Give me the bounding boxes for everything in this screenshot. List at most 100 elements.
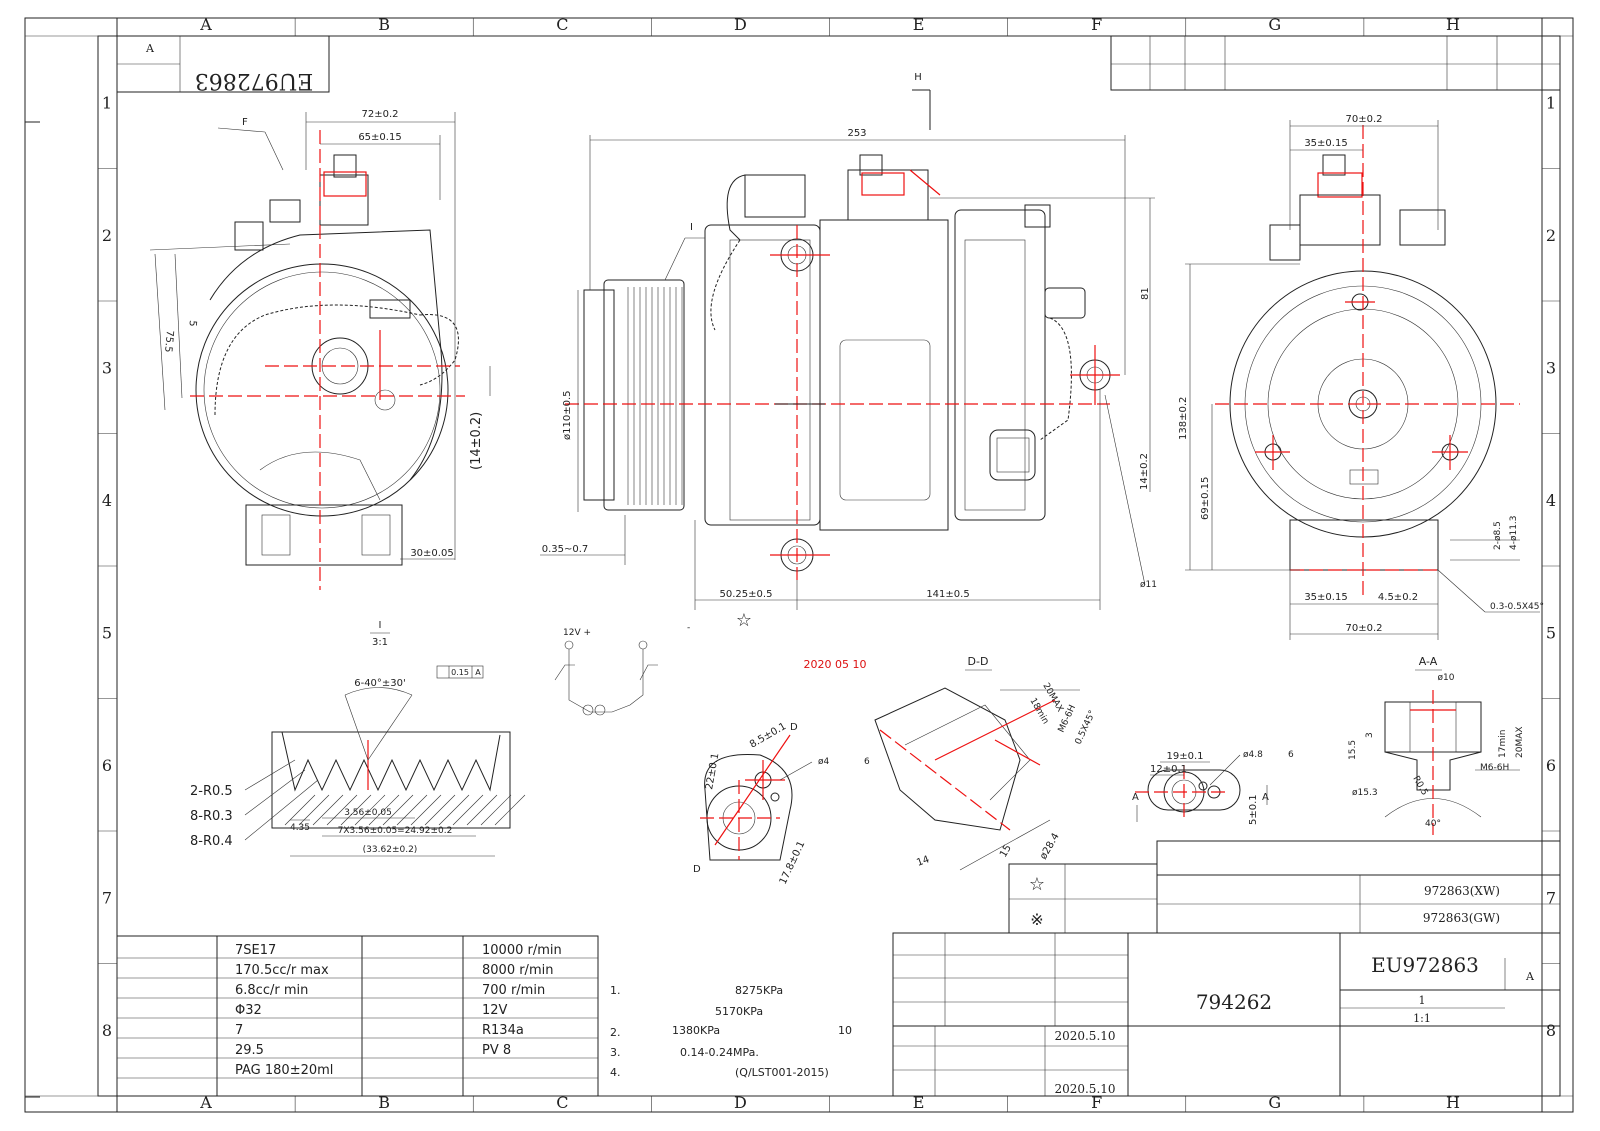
grid-col-G-bottom: G	[1268, 1093, 1281, 1112]
top-left-code: EU972863	[195, 68, 314, 93]
note-4-label: 4.	[610, 1066, 621, 1079]
note-1-b: 5170KPa	[715, 1005, 763, 1018]
dim-50: 50.25±0.5	[720, 589, 773, 600]
grid-row-5-left: 5	[102, 623, 112, 642]
grid-row-7-left: 7	[102, 888, 112, 907]
dim-35-bottom: 35±0.15	[1304, 592, 1347, 603]
spec-left-1: 170.5cc/r max	[235, 963, 329, 978]
v12-label: 12V +	[563, 628, 591, 638]
dim-chamfer: 0.3-0.5X45°	[1490, 602, 1544, 612]
grid-row-1-right: 1	[1546, 93, 1556, 112]
revision-table	[1110, 35, 1561, 91]
note-2-label: 2.	[610, 1026, 621, 1039]
grid-row-2-right: 2	[1546, 226, 1556, 245]
note-2-b: 10	[838, 1024, 852, 1037]
dim-81: 81	[1140, 287, 1151, 300]
aa-40: 40°	[1425, 819, 1441, 829]
top-left-rev: A	[145, 42, 155, 55]
grid-col-B-top: B	[378, 15, 390, 34]
grid-col-E-top: E	[913, 15, 925, 34]
grid-col-A-bottom: A	[199, 1093, 212, 1112]
port-48: ø4.8	[1243, 750, 1263, 760]
star-mark: ☆	[736, 610, 752, 631]
note-3-a: 0.14-0.24MPa.	[680, 1046, 759, 1059]
dd-chamfer: 0.5X45°	[1074, 709, 1098, 746]
spec-left-6: PAG 180±20ml	[235, 1063, 333, 1078]
side-view: 72±0.2 65±0.15 75.5 5 (14±0.2) 30±0.05 F	[149, 109, 491, 590]
dim-35-top: 35±0.15	[1304, 138, 1347, 149]
dim-65: 65±0.15	[358, 132, 401, 143]
dim-30: 30±0.05	[410, 548, 453, 559]
grid-row-5-right: 5	[1546, 623, 1556, 642]
grid-row-1-left: 1	[102, 93, 112, 112]
spec-right-5: PV 8	[482, 1043, 511, 1058]
date-1: 2020.5.10	[1054, 1029, 1115, 1043]
hatch-line	[312, 794, 344, 826]
dim-70-bottom: 70±0.2	[1345, 623, 1382, 634]
variant-xw: 972863(XW)	[1424, 884, 1500, 898]
section-dd: D-D 20MAX 18min M6-6H 0.5X45° 14 ø28.4 1…	[874, 655, 1098, 871]
aa-20: 20MAX	[1515, 726, 1525, 758]
grid-row-3-left: 3	[102, 358, 112, 377]
r03-label: 8-R0.3	[190, 809, 233, 824]
rev-letter: A	[1525, 970, 1535, 983]
dim-14-paren: (14±0.2)	[469, 412, 484, 470]
sheet-number: 1	[1419, 994, 1426, 1007]
ref-symbol: ※	[1030, 910, 1043, 929]
hatch-line	[438, 794, 470, 826]
hatch-line	[368, 794, 400, 826]
note-2-a: 1380KPa	[672, 1024, 720, 1037]
dd-284: ø28.4	[1038, 831, 1062, 861]
detail-i: I 3:1 6-40°±30' 0.15 A 2-R0.5 8-R0.3 8-R…	[190, 620, 526, 857]
grid-col-F-bottom: F	[1091, 1093, 1102, 1112]
grid-row-7-right: 7	[1546, 888, 1556, 907]
dim-3362: (33.62±0.2)	[363, 845, 418, 855]
hatch-line	[396, 794, 428, 826]
grid-row-4-left: 4	[102, 491, 112, 510]
dim-11: ø11	[1140, 580, 1157, 590]
port-a-right: A	[1262, 792, 1269, 803]
dim-flange-4: ø4	[818, 757, 830, 767]
rear-view: 70±0.2 35±0.15 138±0.2 69±0.15 2-ø8.5 4-…	[1178, 114, 1544, 640]
note-1-a: 8275KPa	[735, 984, 783, 997]
spec-right-0: 10000 r/min	[482, 943, 562, 958]
label-f: F	[242, 117, 248, 128]
grid-row-3-right: 3	[1546, 358, 1556, 377]
section-dd-title: D-D	[968, 655, 989, 668]
top-left-code-box: A EU972863	[116, 35, 330, 93]
section-aa-title: A-A	[1419, 655, 1438, 668]
label-i: I	[690, 222, 693, 233]
grid-col-D-bottom: D	[734, 1093, 747, 1112]
hatch-line	[494, 794, 526, 826]
hatch-line	[382, 794, 414, 826]
grid-col-C-bottom: C	[556, 1093, 568, 1112]
technical-notes: 1. 8275KPa 5170KPa 2. 1380KPa 10 3. 0.14…	[610, 984, 852, 1079]
spec-left-2: 6.8cc/r min	[235, 983, 308, 998]
dd-18min: 18min	[1027, 697, 1050, 727]
label-h: H	[914, 72, 922, 83]
r05-label: 2-R0.5	[190, 784, 233, 799]
note-4-a: (Q/LST001-2015)	[735, 1066, 829, 1079]
port-a-left: A	[1132, 792, 1139, 803]
grid-col-H-bottom: H	[1446, 1093, 1460, 1112]
spec-left-4: 7	[235, 1023, 243, 1038]
note-1-label: 1.	[610, 984, 621, 997]
dim-4-113: 4-ø11.3	[1509, 515, 1519, 550]
grid-row-8-left: 8	[102, 1021, 112, 1040]
grid-row-8-right: 8	[1546, 1021, 1556, 1040]
aa-r05: R0.5	[1410, 775, 1429, 798]
part-number: EU972863	[1371, 953, 1479, 977]
grid-row-6-left: 6	[102, 756, 112, 775]
aa-17: 17min	[1498, 730, 1508, 758]
dim-14: 14±0.2	[1139, 453, 1150, 490]
dim-2-85: 2-ø8.5	[1493, 521, 1503, 550]
variant-gw: 972863(GW)	[1423, 911, 1500, 925]
dim-110: ø110±0.5	[562, 391, 573, 441]
note-3-label: 3.	[610, 1046, 621, 1059]
title-block: 972863(XW) 972863(GW) ☆ ※ EU972863 A 794…	[892, 840, 1561, 1097]
flange-d-top: D	[790, 722, 798, 733]
spec-right-2: 700 r/min	[482, 983, 545, 998]
aa-10: ø10	[1438, 673, 1455, 683]
dim-138: 138±0.2	[1178, 397, 1189, 440]
